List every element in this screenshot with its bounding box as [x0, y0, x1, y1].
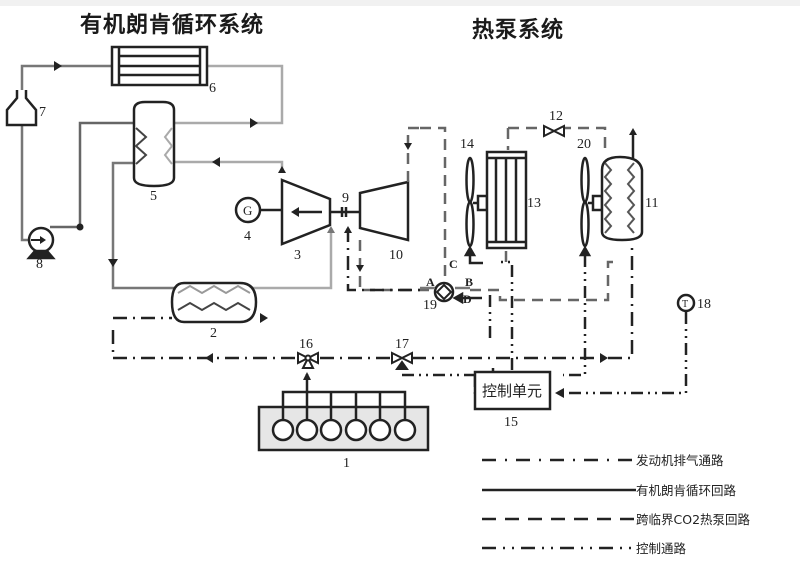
- flow-arrow: [555, 388, 564, 398]
- label-20: 20: [577, 137, 591, 152]
- label-4: 4: [244, 229, 251, 244]
- label-5: 5: [150, 189, 157, 204]
- heat-pump-system-title: 热泵系统: [472, 17, 565, 43]
- flow-arrow: [629, 128, 637, 135]
- svg-text:控制通路: 控制通路: [636, 541, 687, 556]
- flow-arrow: [260, 313, 268, 323]
- port-d-label: D: [463, 292, 472, 306]
- coupling-9: [330, 207, 360, 217]
- expansion-valve-12[interactable]: [543, 124, 565, 138]
- label-17: 17: [395, 337, 409, 352]
- svg-text:发动机排气通路: 发动机排气通路: [636, 453, 724, 468]
- label-10: 10: [389, 248, 403, 263]
- label-7: 7: [39, 105, 46, 120]
- port-a-label: A: [426, 275, 435, 289]
- port-b-label: B: [465, 275, 473, 289]
- label-1: 1: [343, 456, 350, 471]
- valve-17[interactable]: [391, 351, 413, 370]
- four-way-valve-19[interactable]: [420, 281, 482, 305]
- flow-arrow: [356, 265, 364, 272]
- compressor-10: [358, 180, 410, 242]
- exhaust-path: [111, 228, 634, 360]
- gas-cooler-13: [485, 150, 528, 250]
- label-13: 13: [527, 196, 541, 211]
- flow-arrow: [344, 226, 352, 233]
- evaporator-11: [600, 155, 644, 242]
- generator-4: [234, 196, 282, 224]
- label-16: 16: [299, 337, 313, 352]
- label-19: 19: [423, 298, 437, 313]
- fan-14: [463, 156, 489, 265]
- label-3: 3: [294, 248, 301, 263]
- orc-system-title: 有机朗肯循环系统: [80, 12, 265, 38]
- pump-8: [26, 226, 56, 260]
- heat-exchanger-2: [170, 281, 258, 324]
- label-14: 14: [460, 137, 474, 152]
- label-2: 2: [210, 326, 217, 341]
- svg-text:有机朗肯循环回路: 有机朗肯循环回路: [636, 483, 737, 498]
- top-bar: [0, 0, 800, 6]
- orc-loop: [17, 61, 335, 290]
- svg-text:跨临界CO2热泵回路: 跨临界CO2热泵回路: [636, 512, 751, 527]
- condenser-6: [110, 45, 209, 87]
- control-unit-label: 控制单元: [482, 382, 542, 400]
- temperature-sensor-18: [676, 293, 696, 313]
- temp-sensor-symbol: T: [682, 299, 688, 310]
- label-8: 8: [36, 257, 43, 272]
- label-9: 9: [342, 191, 349, 206]
- label-15: 15: [504, 415, 518, 430]
- control-unit-15: [473, 370, 552, 411]
- legend-item-control: 控制通路: [482, 541, 687, 556]
- engine-1: [257, 372, 430, 452]
- legend-item-orc: 有机朗肯循环回路: [482, 483, 737, 498]
- three-way-valve-16[interactable]: [297, 351, 319, 369]
- label-11: 11: [645, 196, 658, 211]
- flow-arrow: [404, 143, 412, 150]
- legend-item-co2: 跨临界CO2热泵回路: [482, 512, 751, 527]
- legend-item-exhaust: 发动机排气通路: [482, 453, 724, 468]
- co2-heat-pump-loop: [358, 126, 620, 302]
- label-6: 6: [209, 81, 216, 96]
- heat-exchanger-5: [132, 100, 176, 188]
- flow-arrow: [205, 353, 213, 363]
- label-18: 18: [697, 297, 711, 312]
- expander-3: [280, 178, 332, 246]
- port-c-label: C: [449, 257, 458, 271]
- generator-symbol: G: [243, 203, 252, 218]
- legend: 发动机排气通路 有机朗肯循环回路 跨临界CO2热泵回路 控制通路: [482, 453, 751, 556]
- fan-20: [578, 156, 604, 257]
- flow-arrow: [600, 353, 608, 363]
- label-12: 12: [549, 109, 563, 124]
- tank-7: [5, 90, 38, 127]
